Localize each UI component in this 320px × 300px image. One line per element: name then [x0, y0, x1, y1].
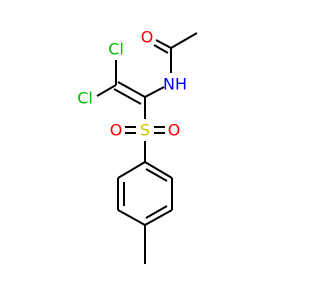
chlorine-top-label: Cl — [108, 40, 124, 59]
oxygen-carbonyl-label: O — [141, 28, 154, 47]
ring-bond-4 — [117, 209, 146, 226]
ring-bond-1 — [144, 161, 173, 179]
nitrogen-amide-label: NH — [163, 75, 187, 94]
bond-n-vinyl — [144, 86, 165, 98]
bonds — [96, 32, 198, 264]
oxygen-sulfonyl-left-label: O — [110, 121, 123, 140]
molecule-structure: O NH Cl Cl S O O — [77, 28, 198, 264]
bond-carbonyl-double-a — [155, 39, 172, 49]
bond-carbonyl-double-b — [153, 44, 169, 54]
bond-vinyl-double-b — [113, 88, 142, 105]
ring-bond-3-inner — [145, 205, 168, 219]
ring-bond-6 — [117, 161, 146, 179]
bond-vinyl-double-a — [117, 81, 146, 98]
oxygen-sulfonyl-right-label: O — [168, 121, 181, 140]
ring-bond-1-inner — [145, 168, 168, 182]
ring-bond-3 — [144, 209, 173, 226]
bond-c-cl-left — [96, 84, 117, 97]
sulfur-label: S — [140, 121, 150, 140]
atom-labels: O NH Cl Cl S O O — [77, 28, 187, 140]
bond-methyl-carbonyl — [170, 32, 198, 49]
chlorine-left-label: Cl — [77, 89, 93, 108]
